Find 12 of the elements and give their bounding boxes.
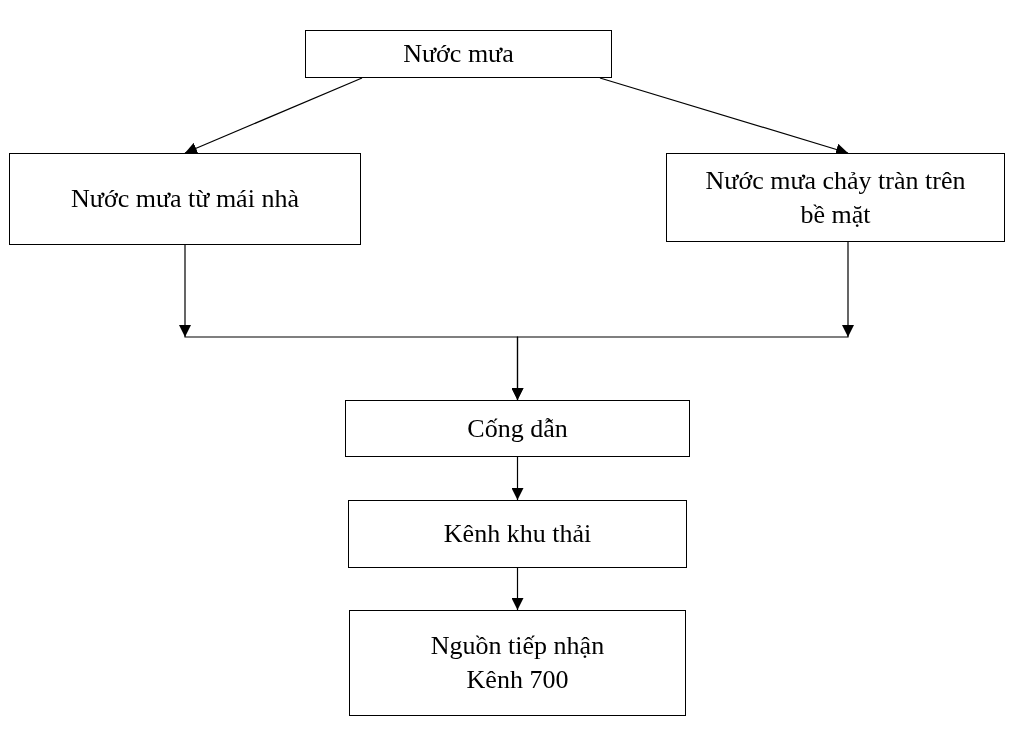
box-label: Kênh khu thải (443, 518, 592, 551)
process-box (666, 153, 1005, 242)
box-label: Nguồn tiếp nhận Kênh 700 (429, 630, 606, 696)
process-box (348, 500, 687, 568)
process-box (305, 30, 612, 78)
process-box (345, 400, 690, 457)
process-box (9, 153, 361, 245)
box-label: Cống dẫn (467, 412, 568, 445)
process-box (349, 610, 686, 716)
box-label: Nước mưa (403, 38, 514, 71)
box-label: Nước mưa từ mái nhà (71, 183, 299, 216)
box-label: Nước mưa chảy tràn trên bề mặt (704, 164, 967, 231)
